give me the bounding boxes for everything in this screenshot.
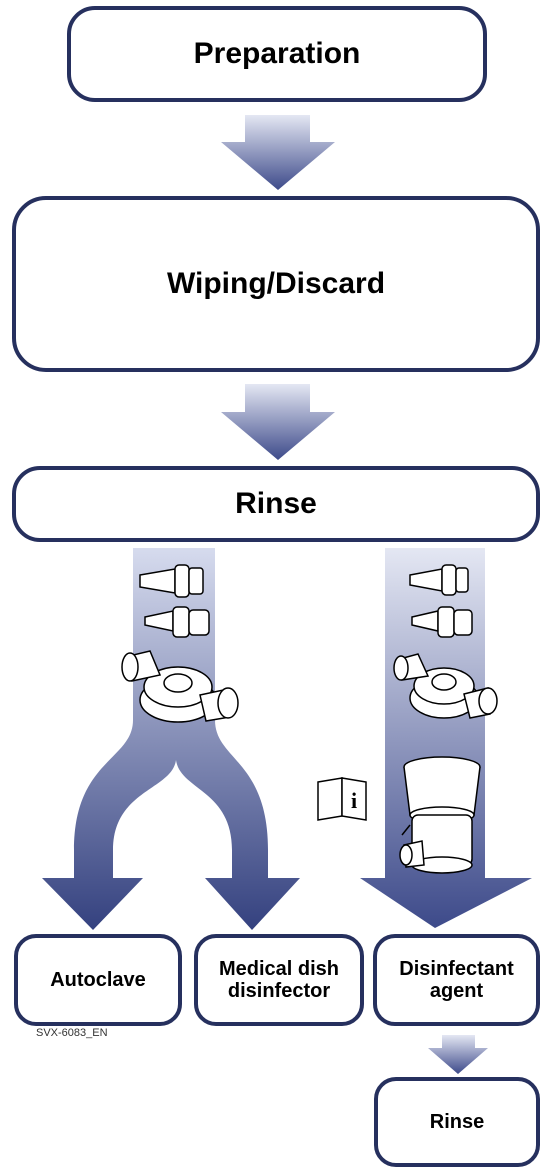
- box-label: Preparation: [193, 37, 361, 70]
- box-label: Medical dish disinfector: [218, 958, 340, 1002]
- box-disinfectant-agent: Disinfectant agent: [373, 934, 540, 1026]
- box-rinse-top: Rinse: [12, 466, 540, 542]
- svg-text:i: i: [351, 788, 357, 813]
- box-preparation: Preparation: [67, 6, 487, 102]
- box-label: Disinfectant agent: [399, 958, 514, 1002]
- box-wiping-discard: Wiping/Discard: [12, 196, 540, 372]
- box-autoclave: Autoclave: [14, 934, 182, 1026]
- manual-info-icon: i: [317, 777, 367, 821]
- box-label: Autoclave: [50, 969, 146, 991]
- cone-connector-icon: [409, 564, 469, 596]
- arrow-down: [221, 384, 335, 460]
- cone-connector-icon: [411, 606, 473, 638]
- arrow-down: [221, 115, 335, 190]
- figure-code: SVX-6083_EN: [36, 1027, 108, 1039]
- branch-arrow-left: [42, 548, 300, 930]
- box-label: Rinse: [235, 487, 317, 520]
- water-trap-container-icon: [399, 756, 481, 874]
- flow-sensor-housing-icon: [121, 650, 239, 723]
- box-label: Wiping/Discard: [166, 267, 386, 300]
- cone-connector-icon: [144, 606, 210, 638]
- box-label: Rinse: [429, 1111, 485, 1133]
- arrow-down-small: [428, 1035, 488, 1074]
- cone-connector-icon: [139, 564, 204, 598]
- box-medical-dish-disinfector: Medical dish disinfector: [194, 934, 364, 1026]
- flow-sensor-housing-icon: [393, 653, 498, 719]
- box-rinse-bottom: Rinse: [374, 1077, 540, 1167]
